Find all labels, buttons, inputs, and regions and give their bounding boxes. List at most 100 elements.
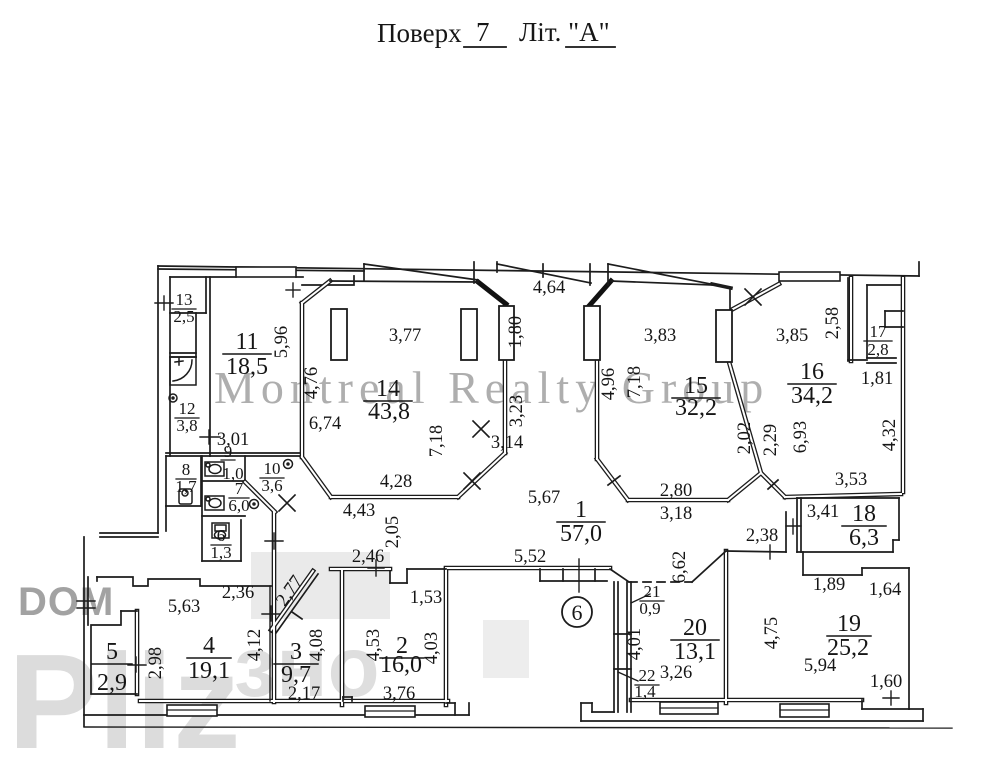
svg-text:3,85: 3,85 xyxy=(776,326,808,346)
svg-text:3,8: 3,8 xyxy=(176,416,197,435)
svg-text:9: 9 xyxy=(224,442,233,461)
svg-text:4: 4 xyxy=(203,633,215,659)
svg-text:9,7: 9,7 xyxy=(281,662,311,688)
svg-text:22: 22 xyxy=(639,666,656,685)
svg-text:4,76: 4,76 xyxy=(302,367,322,399)
svg-text:2,05: 2,05 xyxy=(383,516,403,548)
svg-text:1,53: 1,53 xyxy=(410,588,442,608)
svg-text:3,76: 3,76 xyxy=(383,684,415,704)
svg-text:Поверх: Поверх xyxy=(377,18,462,48)
svg-text:1,4: 1,4 xyxy=(634,682,656,701)
svg-text:8: 8 xyxy=(182,460,191,479)
svg-text:5: 5 xyxy=(106,639,118,665)
svg-text:6,93: 6,93 xyxy=(791,421,811,453)
svg-text:7: 7 xyxy=(476,17,490,47)
svg-text:3,18: 3,18 xyxy=(660,504,692,524)
svg-text:4,96: 4,96 xyxy=(599,368,619,400)
svg-text:15: 15 xyxy=(684,373,708,399)
svg-text:7: 7 xyxy=(235,479,244,498)
svg-text:4,75: 4,75 xyxy=(762,617,782,649)
svg-text:1,80: 1,80 xyxy=(506,316,526,348)
svg-text:4,32: 4,32 xyxy=(880,419,900,451)
svg-text:14: 14 xyxy=(376,376,400,402)
svg-text:7,18: 7,18 xyxy=(427,425,447,457)
svg-text:21: 21 xyxy=(644,582,661,601)
svg-text:7,18: 7,18 xyxy=(625,366,645,398)
svg-text:25,2: 25,2 xyxy=(827,635,869,661)
svg-text:57,0: 57,0 xyxy=(560,521,602,547)
svg-text:DOM: DOM xyxy=(18,580,114,624)
svg-text:6,0: 6,0 xyxy=(228,496,249,515)
svg-text:2,17: 2,17 xyxy=(288,684,320,704)
svg-text:2,38: 2,38 xyxy=(746,526,778,546)
svg-text:19,1: 19,1 xyxy=(188,658,230,684)
svg-text:3,41: 3,41 xyxy=(807,502,839,522)
svg-text:2,9: 2,9 xyxy=(97,670,127,696)
svg-text:4,43: 4,43 xyxy=(343,501,375,521)
svg-text:4,01: 4,01 xyxy=(625,628,645,660)
svg-text:1,60: 1,60 xyxy=(870,672,902,692)
svg-text:5,52: 5,52 xyxy=(514,547,546,567)
svg-text:19: 19 xyxy=(837,611,861,637)
svg-text:4,28: 4,28 xyxy=(380,472,412,492)
svg-text:5,94: 5,94 xyxy=(804,656,836,676)
svg-text:Montreal Realty Group: Montreal Realty Group xyxy=(214,362,769,413)
svg-text:1,64: 1,64 xyxy=(869,580,901,600)
svg-text:18: 18 xyxy=(852,501,876,527)
svg-text:17: 17 xyxy=(870,322,888,341)
svg-text:1,89: 1,89 xyxy=(813,575,845,595)
svg-text:0,9: 0,9 xyxy=(639,599,660,618)
svg-text:1,7: 1,7 xyxy=(175,477,197,496)
svg-text:18,5: 18,5 xyxy=(226,354,268,380)
svg-text:3,26: 3,26 xyxy=(660,663,692,683)
svg-text:43,8: 43,8 xyxy=(368,399,410,425)
svg-text:6,74: 6,74 xyxy=(309,414,341,434)
svg-text:16: 16 xyxy=(800,359,824,385)
svg-text:3,77: 3,77 xyxy=(389,326,421,346)
svg-text:3,14: 3,14 xyxy=(491,433,523,453)
svg-text:3,83: 3,83 xyxy=(644,326,676,346)
svg-text:4,12: 4,12 xyxy=(245,629,265,661)
svg-text:Pliz: Pliz xyxy=(8,626,241,768)
svg-text:2,29: 2,29 xyxy=(761,424,781,456)
svg-text:4,64: 4,64 xyxy=(533,278,565,298)
svg-text:13,1: 13,1 xyxy=(674,639,716,665)
svg-text:1: 1 xyxy=(575,497,587,523)
svg-text:6,62: 6,62 xyxy=(670,551,690,583)
svg-text:3,53: 3,53 xyxy=(835,470,867,490)
svg-text:2,98: 2,98 xyxy=(146,647,166,679)
svg-text:11: 11 xyxy=(235,329,258,355)
svg-text:1,3: 1,3 xyxy=(210,543,231,562)
svg-text:2,36: 2,36 xyxy=(222,583,254,603)
svg-text:3,23: 3,23 xyxy=(507,395,527,427)
svg-text:5,63: 5,63 xyxy=(168,597,200,617)
svg-text:2,46: 2,46 xyxy=(352,547,384,567)
svg-text:34,2: 34,2 xyxy=(791,383,833,409)
svg-text:2: 2 xyxy=(396,633,408,659)
svg-text:12: 12 xyxy=(179,399,196,418)
svg-text:1,0: 1,0 xyxy=(222,464,243,483)
svg-text:4,03: 4,03 xyxy=(422,632,442,664)
svg-text:2,8: 2,8 xyxy=(867,340,888,359)
svg-text:6,3: 6,3 xyxy=(849,525,879,551)
svg-text:20: 20 xyxy=(683,615,707,641)
svg-text:3: 3 xyxy=(290,639,302,665)
svg-text:2,02: 2,02 xyxy=(735,422,755,454)
svg-text:13: 13 xyxy=(176,290,193,309)
svg-text:4,53: 4,53 xyxy=(364,629,384,661)
svg-text:3,6: 3,6 xyxy=(261,476,282,495)
svg-text:6: 6 xyxy=(572,600,583,625)
svg-text:1,81: 1,81 xyxy=(861,369,893,389)
svg-text:10: 10 xyxy=(264,459,281,478)
svg-text:2,5: 2,5 xyxy=(173,307,194,326)
svg-text:32,2: 32,2 xyxy=(675,395,717,421)
svg-text:2,80: 2,80 xyxy=(660,481,692,501)
svg-text:6: 6 xyxy=(217,526,226,545)
svg-text:5,96: 5,96 xyxy=(272,326,292,358)
svg-text:Літ. "А": Літ. "А" xyxy=(519,17,610,47)
svg-text:5,67: 5,67 xyxy=(528,488,560,508)
svg-text:3,01: 3,01 xyxy=(217,430,249,450)
svg-text:2,58: 2,58 xyxy=(823,307,843,339)
svg-text:4,08: 4,08 xyxy=(307,629,327,661)
svg-text:16,0: 16,0 xyxy=(380,652,422,678)
